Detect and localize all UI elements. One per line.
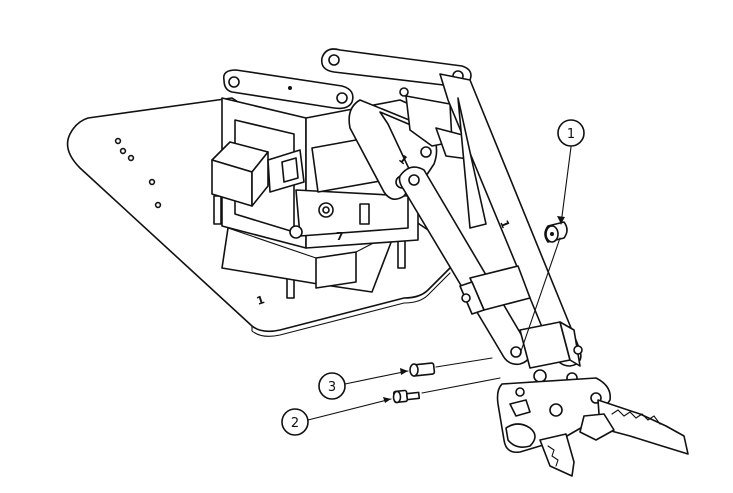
standoff-part — [409, 362, 436, 377]
callout-2: 2 — [281, 408, 309, 436]
gripper — [496, 377, 689, 477]
callout-3: 3 — [318, 372, 346, 400]
long-arm-front — [398, 166, 531, 366]
callout-1-label: 1 — [567, 127, 575, 142]
arm-mark: 1 — [497, 218, 512, 230]
side-servo — [211, 141, 305, 207]
loose-fasteners — [392, 221, 568, 404]
wrist-servo — [519, 321, 583, 384]
frame-mark: 7 — [336, 230, 344, 243]
callout-3-label: 3 — [328, 380, 336, 395]
callout-2-label: 2 — [291, 416, 299, 431]
top-link — [222, 69, 354, 110]
arm-servo — [459, 265, 531, 315]
base-plate-mark: 1 — [255, 293, 266, 308]
callout-1: 1 — [557, 119, 585, 147]
screw-part — [392, 389, 421, 404]
leader-lines — [307, 146, 572, 421]
